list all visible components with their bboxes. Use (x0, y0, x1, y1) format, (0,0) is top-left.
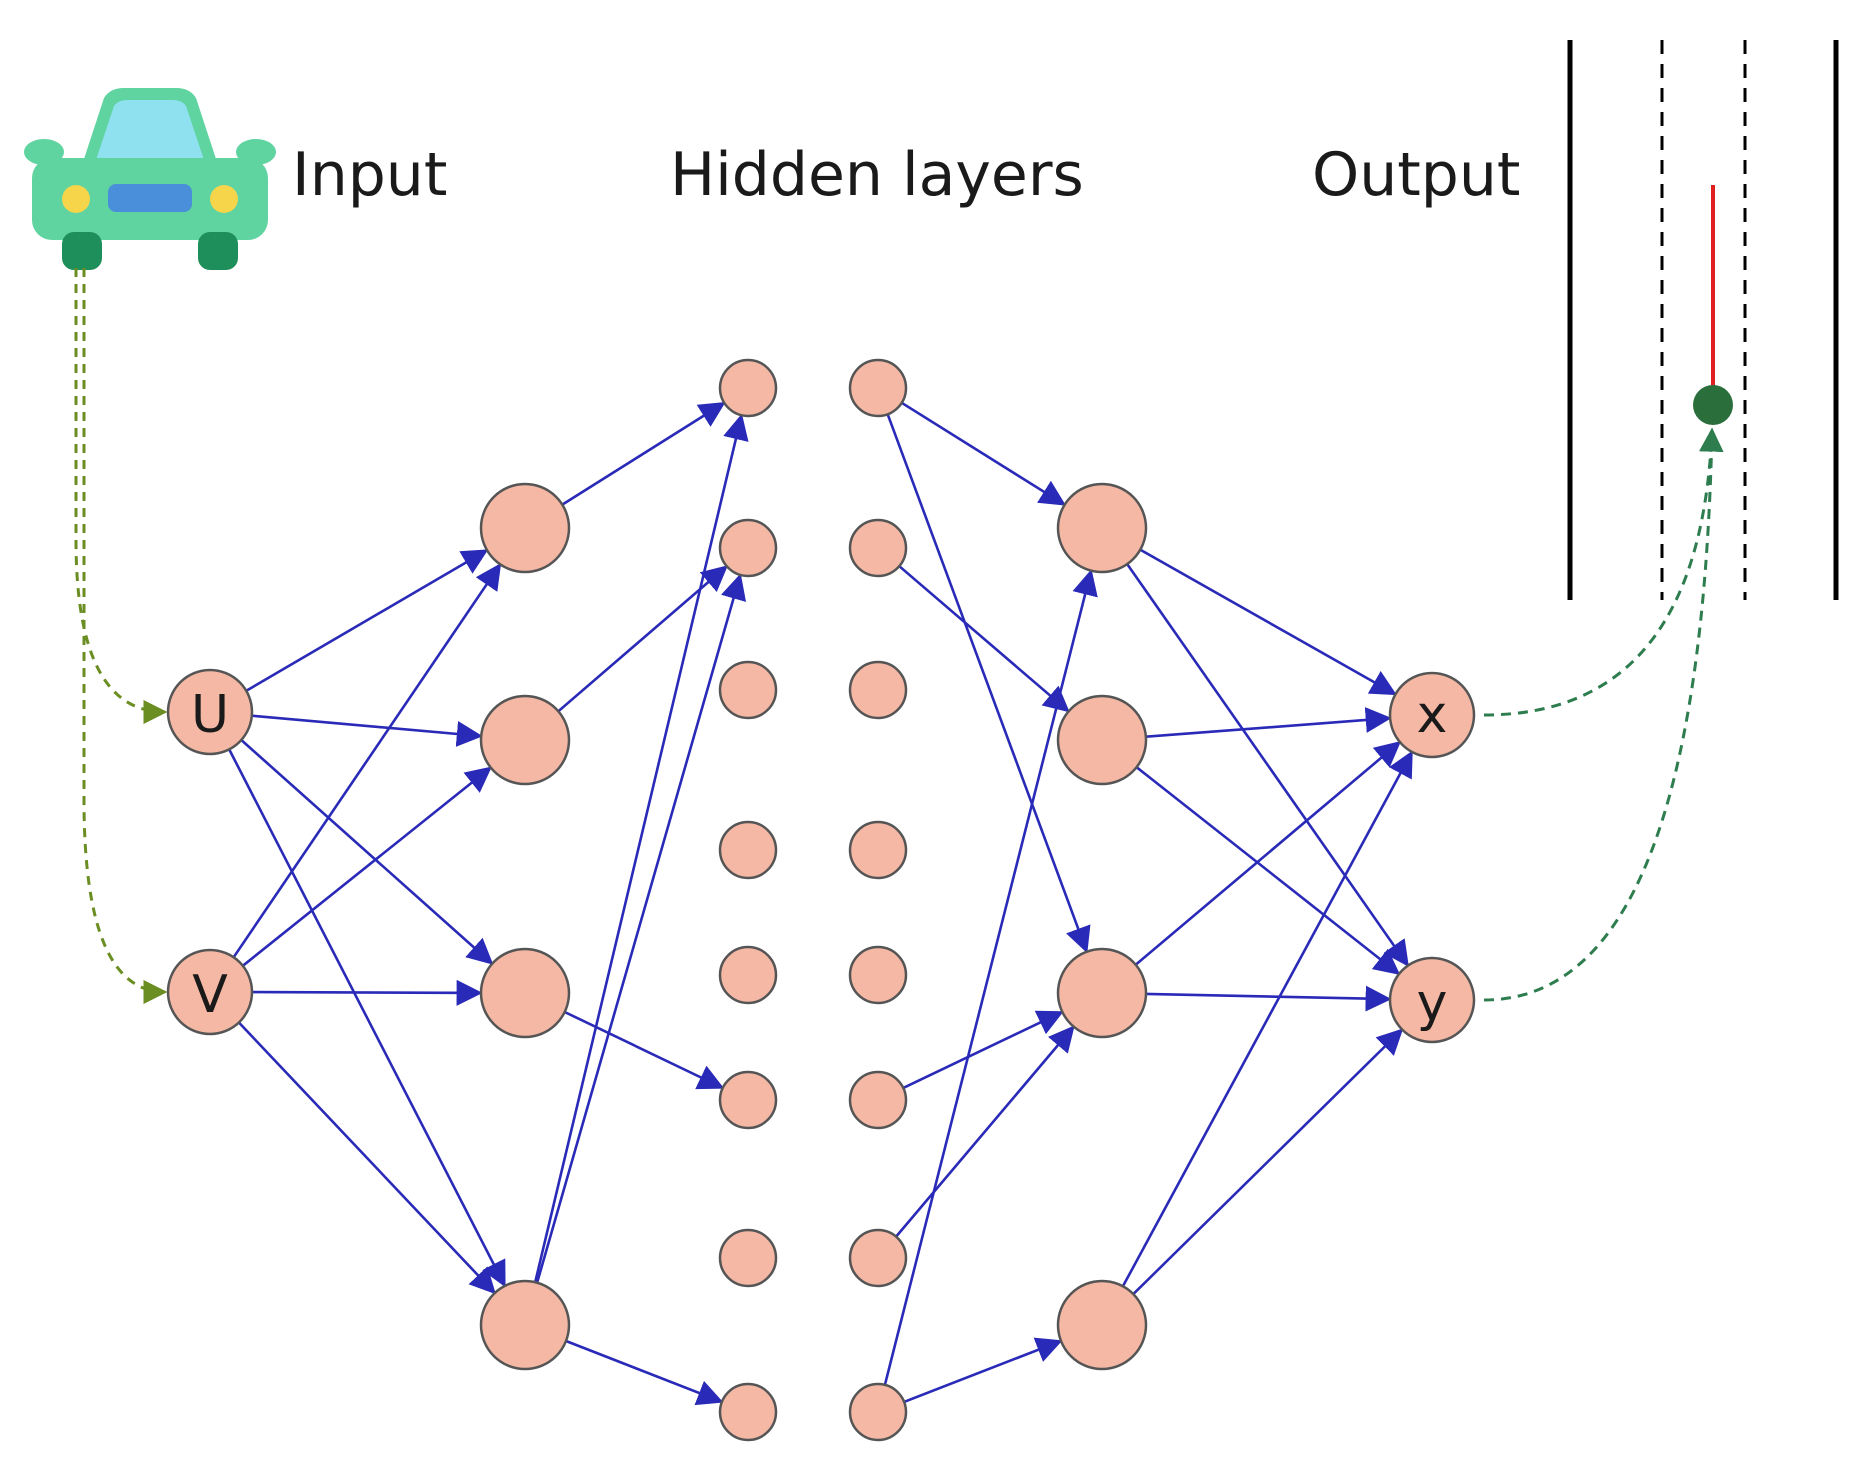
vehicle-marker-icon (1693, 385, 1733, 425)
neuron-h2-5 (718, 945, 778, 1005)
network-nodes (166, 358, 1476, 1442)
neuron-inp-1 (166, 668, 254, 756)
input-node-u-label: U (191, 685, 229, 745)
connection-h30-h40 (901, 401, 1067, 506)
connection-h42-out0 (1134, 741, 1402, 966)
neuron-h2-8 (718, 1382, 778, 1442)
connection-inp0-h12 (240, 739, 494, 965)
neuron-h2-1 (718, 358, 778, 418)
connection-h40-out1 (1126, 563, 1409, 967)
neuron-out-1 (1388, 671, 1476, 759)
neuron-h2-2 (718, 518, 778, 578)
neuron-h3-3 (848, 660, 908, 720)
neuron-h1-4 (479, 1279, 571, 1371)
output-node-y-label: y (1417, 973, 1448, 1033)
connection-h35-h42 (902, 1010, 1064, 1090)
connection-h37-h40 (883, 569, 1098, 1386)
connection-inp1-h12 (251, 979, 483, 1006)
neuron-h1-1 (479, 482, 571, 574)
output-label: Output (1312, 140, 1520, 210)
neuron-h1-2 (479, 694, 571, 786)
neuron-h3-6 (848, 1070, 908, 1130)
connection-h13-h27 (565, 1339, 724, 1406)
road-lane-icon (1567, 40, 1839, 600)
neuron-h2-4 (718, 820, 778, 880)
connection-h30-h42 (886, 413, 1091, 954)
connection-h43-out1 (1132, 1028, 1404, 1296)
connection-h31-h41 (898, 565, 1070, 713)
neuron-h2-6 (718, 1070, 778, 1130)
input-label: Input (292, 140, 447, 210)
neuron-h3-5 (848, 945, 908, 1005)
neuron-h3-2 (848, 518, 908, 578)
connection-h43-out0 (1121, 750, 1413, 1287)
connection-inp0-h10 (245, 549, 489, 692)
connection-h41-out0 (1145, 707, 1392, 738)
car-icon (24, 88, 276, 270)
neuron-h4-2 (1056, 694, 1148, 786)
connection-h42-out1 (1145, 985, 1392, 1012)
neuron-inp-2 (166, 948, 254, 1036)
connection-h11-h21 (557, 565, 728, 713)
output-node-x-label: x (1417, 685, 1448, 745)
connection-h37-h43 (903, 1337, 1063, 1404)
connection-inp0-h11 (251, 714, 483, 747)
neuron-h4-3 (1056, 947, 1148, 1039)
neuron-h2-7 (718, 1228, 778, 1288)
input-node-v-label: V (192, 965, 228, 1025)
connection-h40-out0 (1139, 548, 1397, 696)
neuron-h4-4 (1056, 1279, 1148, 1371)
output-flow-lines (1483, 427, 1724, 1002)
connection-inp1-h11 (241, 766, 492, 967)
connection-inp1-h13 (237, 1021, 496, 1295)
connection-inp0-h13 (228, 748, 506, 1288)
connection-h12-h25 (564, 1010, 725, 1090)
neuron-out-2 (1388, 956, 1476, 1044)
hidden-layers-label: Hidden layers (670, 140, 1084, 210)
input-flow-lines (74, 268, 168, 1004)
neuron-h3-8 (848, 1382, 908, 1442)
connection-inp1-h10 (232, 563, 502, 959)
neuron-h3-7 (848, 1228, 908, 1288)
neuron-h2-3 (718, 660, 778, 720)
neuron-h4-1 (1056, 482, 1148, 574)
network-connections (228, 401, 1413, 1406)
neuron-h1-3 (479, 947, 571, 1039)
connection-h13-h20 (533, 413, 749, 1283)
connection-h13-h21 (535, 573, 747, 1284)
neuron-h3-1 (848, 358, 908, 418)
connection-h10-h20 (561, 402, 726, 506)
connection-h41-out1 (1135, 766, 1401, 976)
neuron-h3-4 (848, 820, 908, 880)
connection-h36-h42 (895, 1025, 1075, 1238)
